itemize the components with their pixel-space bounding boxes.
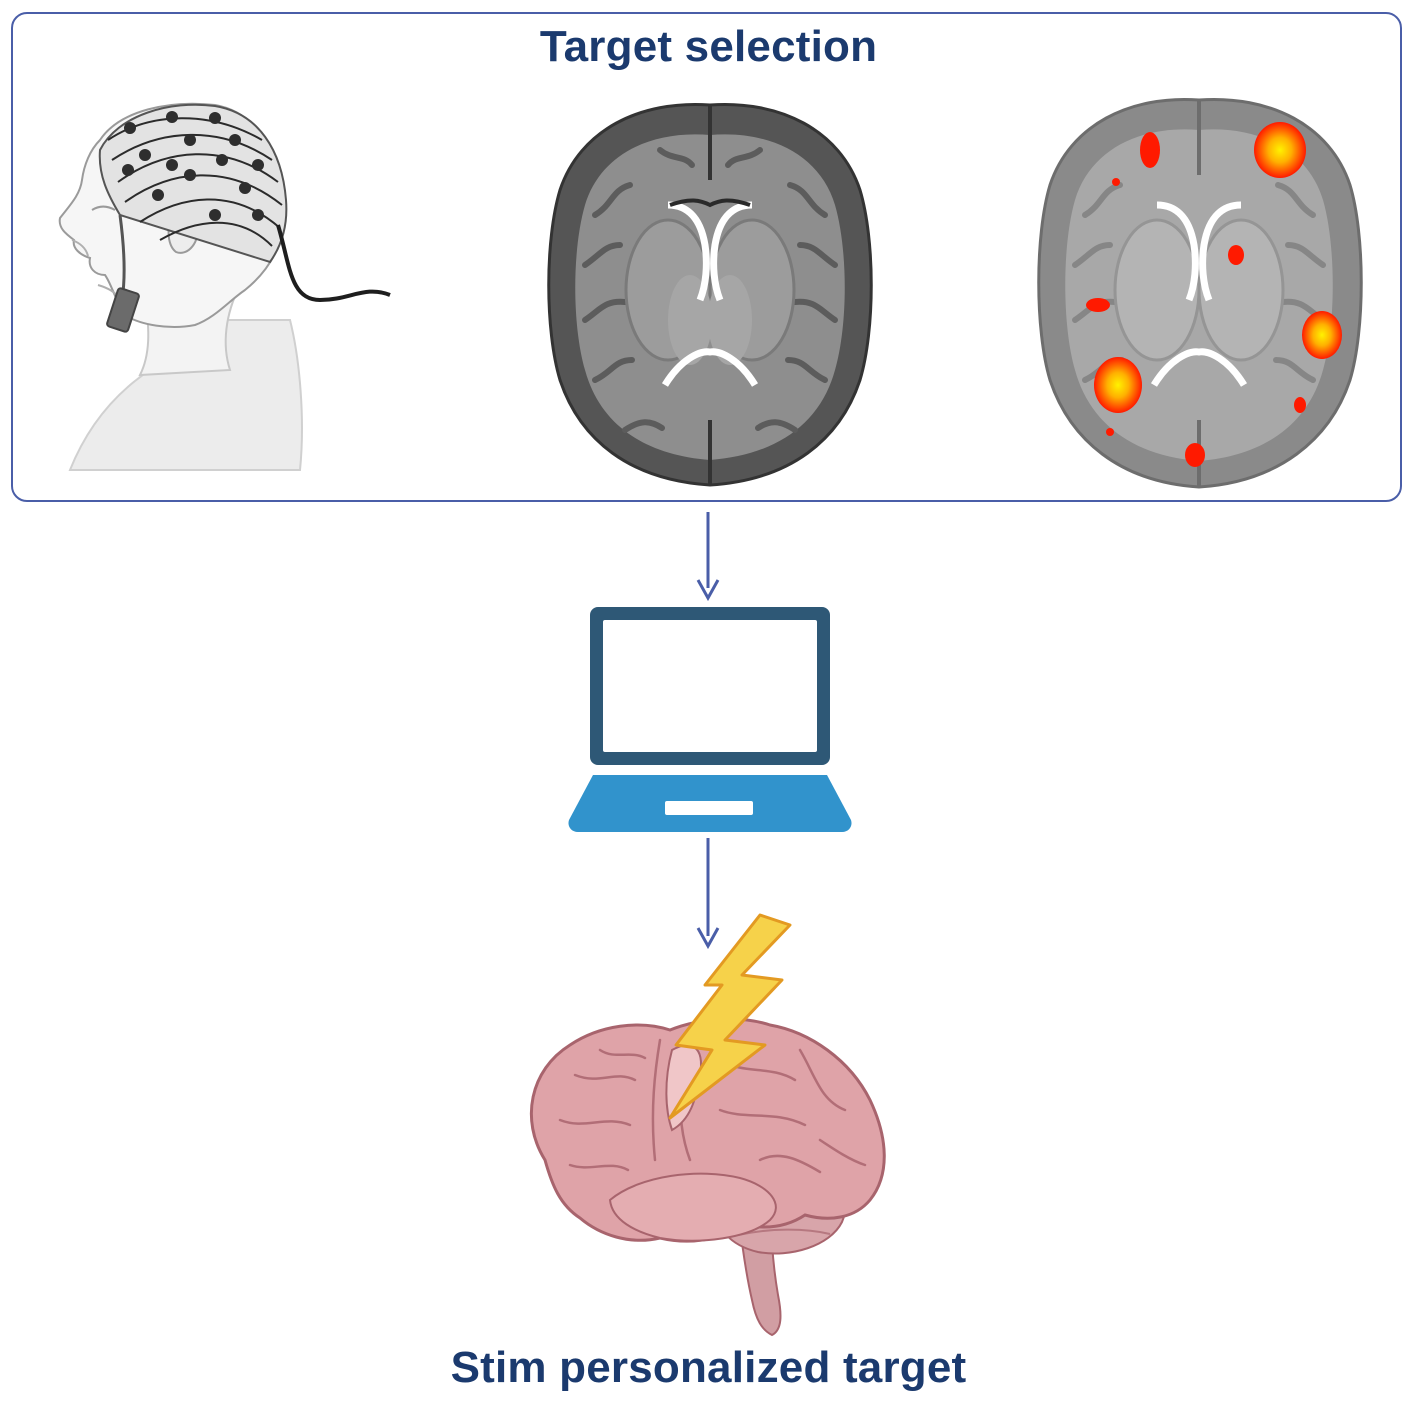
eeg-cap-head-icon — [58, 102, 391, 471]
activation-map-slice-icon — [1037, 97, 1363, 489]
bottom-title: Stim personalized target — [450, 1343, 967, 1392]
laptop-icon — [568, 607, 852, 832]
lightning-bolt-icon — [668, 913, 792, 1120]
brain-icon — [529, 1017, 886, 1337]
activation-blobs — [1086, 122, 1342, 467]
arrow-laptop-to-brain — [696, 838, 720, 950]
axial-mri-slice-icon — [547, 102, 873, 487]
arrow-panel-to-laptop — [696, 512, 720, 602]
panel-title: Target selection — [539, 22, 878, 71]
